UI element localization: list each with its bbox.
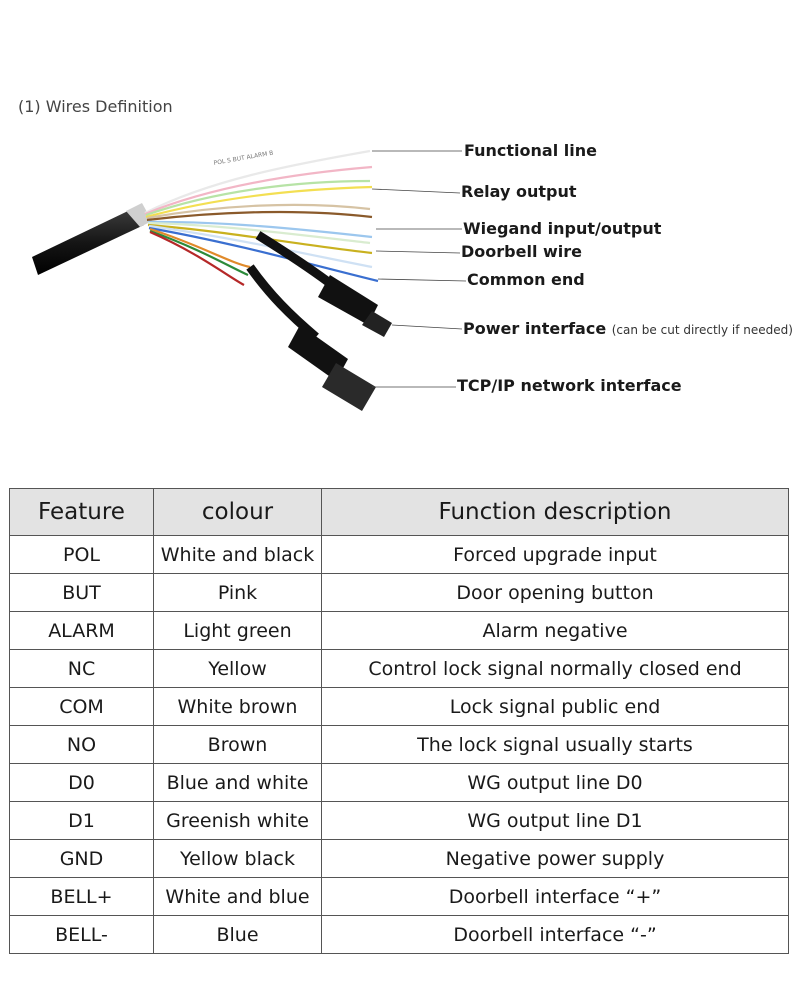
cell-function: Lock signal public end (321, 687, 789, 726)
network-cable (246, 264, 319, 341)
cell-colour: Yellow (153, 649, 322, 688)
cell-colour: White and blue (153, 877, 322, 916)
cell-feature: D0 (9, 763, 154, 802)
cable-illustration: POL S BUT ALARM B (32, 149, 467, 411)
callout-wiegand: Wiegand input/output (463, 219, 661, 238)
cell-function: Forced upgrade input (321, 535, 789, 574)
rj45-connector (322, 363, 376, 411)
cell-feature: BELL- (9, 915, 154, 954)
power-connector-tip (362, 311, 392, 337)
callout-network-interface: TCP/IP network interface (457, 376, 682, 395)
rj45-boot (288, 325, 348, 381)
section-title: (1) Wires Definition (18, 97, 173, 116)
header-feature: Feature (9, 488, 154, 536)
cell-colour: Greenish white (153, 801, 322, 840)
leader-lines (371, 150, 467, 388)
cell-feature: NO (9, 725, 154, 764)
callout-note: (can be cut directly if needed) (611, 323, 793, 337)
callout-doorbell-wire: Doorbell wire (461, 242, 582, 261)
cable-foil (126, 203, 152, 227)
cell-colour: Pink (153, 573, 322, 612)
cell-function: Negative power supply (321, 839, 789, 878)
cell-feature: ALARM (9, 611, 154, 650)
callout-relay-output: Relay output (461, 182, 576, 201)
wire-bundle (144, 149, 379, 286)
cell-feature: D1 (9, 801, 154, 840)
power-connector-body (318, 275, 378, 325)
cell-colour: Light green (153, 611, 322, 650)
callout-label: Common end (467, 270, 585, 289)
cell-colour: White brown (153, 687, 322, 726)
cell-function: Control lock signal normally closed end (321, 649, 789, 688)
cable-print: POL S BUT ALARM B (213, 150, 274, 167)
cell-function: Doorbell interface “+” (321, 877, 789, 916)
callout-label: Doorbell wire (461, 242, 583, 261)
cell-feature: COM (9, 687, 154, 726)
cell-feature: POL (9, 535, 154, 574)
cell-function: Door opening button (321, 573, 789, 612)
cell-feature: BUT (9, 573, 154, 612)
callout-label: Power interface (463, 319, 607, 338)
cell-function: The lock signal usually starts (321, 725, 789, 764)
cell-feature: NC (9, 649, 154, 688)
header-colour: colour (153, 488, 322, 536)
cell-colour: Blue (153, 915, 322, 954)
callout-label: Relay output (461, 182, 577, 201)
cell-colour: Blue and white (153, 763, 322, 802)
cell-feature: BELL+ (9, 877, 154, 916)
cell-function: WG output line D1 (321, 801, 789, 840)
cell-function: Doorbell interface “-” (321, 915, 789, 954)
header-function: Function description (321, 488, 789, 536)
callout-label: Wiegand input/output (463, 219, 662, 238)
cell-colour: Brown (153, 725, 322, 764)
cell-colour: White and black (153, 535, 322, 574)
cell-colour: Yellow black (153, 839, 322, 878)
cell-function: Alarm negative (321, 611, 789, 650)
callout-label: Functional line (464, 141, 597, 160)
cell-feature: GND (9, 839, 154, 878)
cell-function: WG output line D0 (321, 763, 789, 802)
callout-power-interface: Power interface (can be cut directly if … (463, 319, 793, 338)
cable-diagram: POL S BUT ALARM B Functional line Relay … (0, 125, 800, 415)
callout-label: TCP/IP network interface (457, 376, 682, 395)
callout-functional-line: Functional line (464, 141, 597, 160)
main-cable (32, 211, 144, 275)
table-header-row: Feature colour Function description (9, 488, 789, 536)
callout-common-end: Common end (467, 270, 585, 289)
